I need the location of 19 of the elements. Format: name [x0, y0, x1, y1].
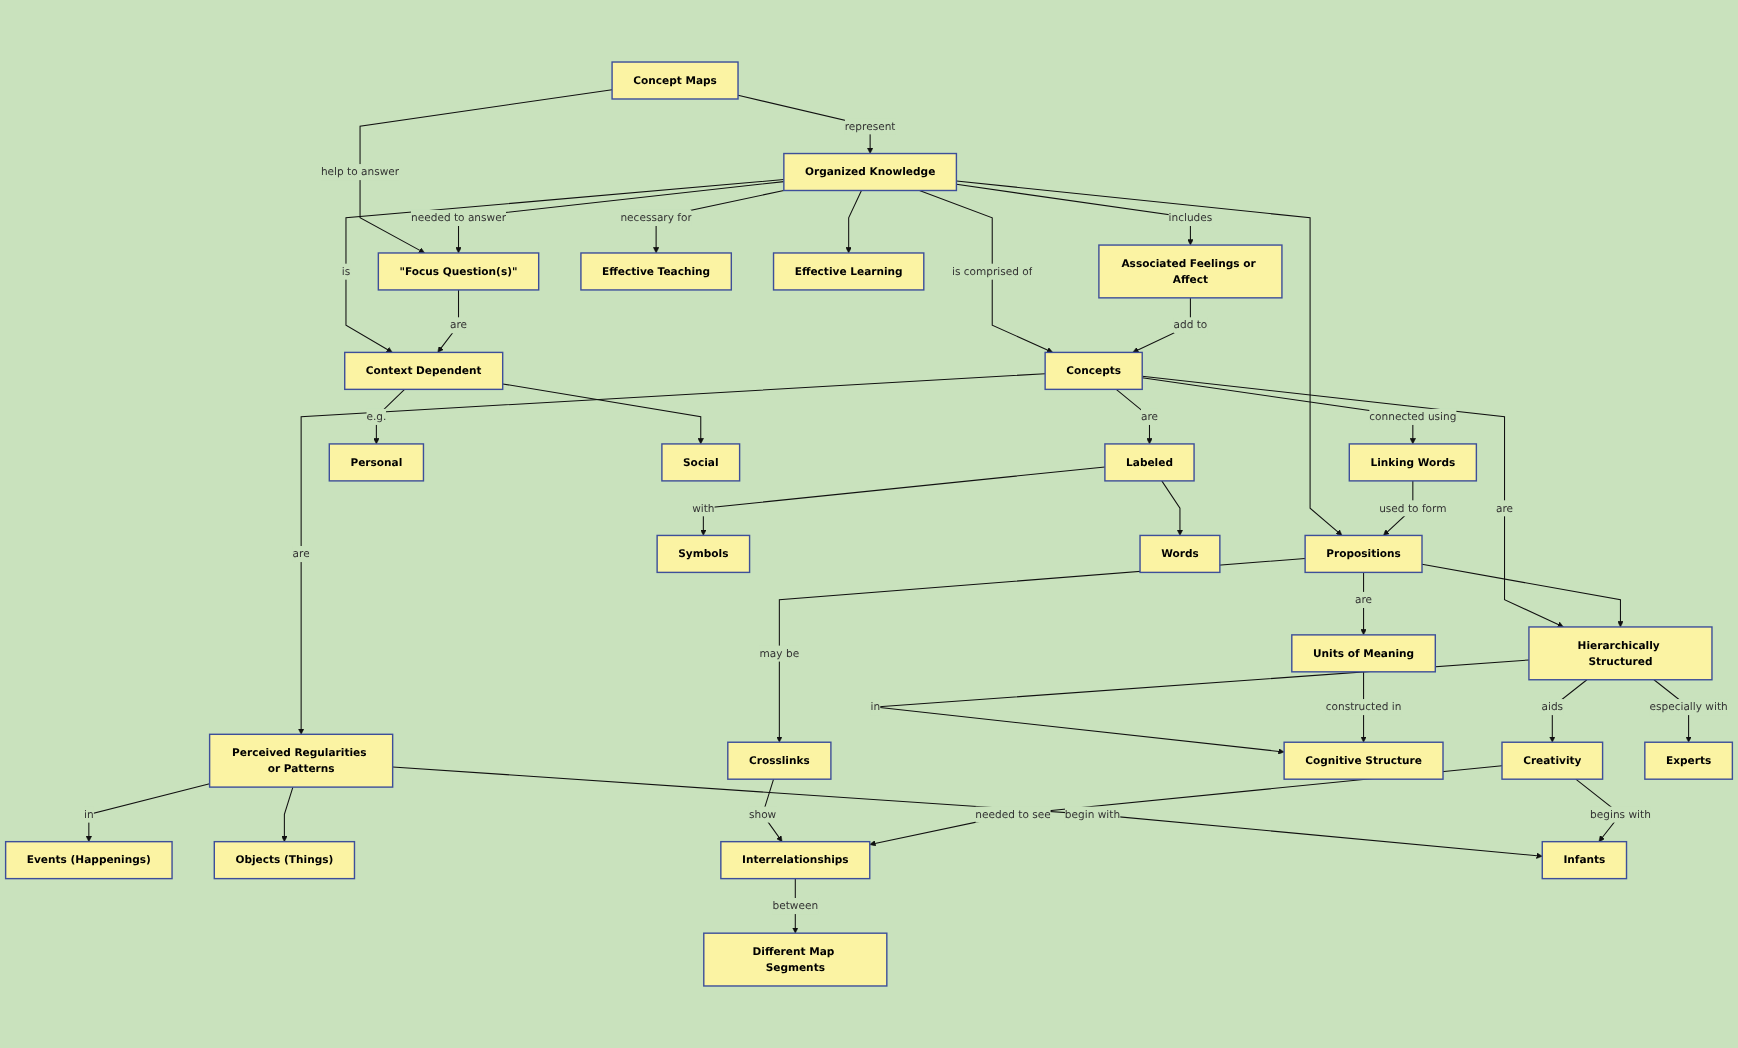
arrow [1360, 571, 1367, 636]
arrow [373, 388, 406, 445]
arrow [955, 183, 1194, 246]
arrow [502, 383, 704, 445]
arrow [1421, 563, 1624, 628]
arrow [1161, 480, 1184, 536]
arrow [845, 189, 862, 254]
arrow [918, 189, 1053, 353]
arrow [359, 89, 613, 254]
arrow [1115, 388, 1153, 445]
arrow [437, 289, 460, 353]
arrow [392, 766, 1543, 859]
arrow [700, 466, 1106, 536]
arrow [281, 786, 294, 842]
arrow [85, 783, 211, 842]
arrow [762, 778, 783, 842]
arrow [1132, 297, 1191, 353]
arrow [955, 180, 1343, 536]
arrow [298, 373, 1046, 735]
